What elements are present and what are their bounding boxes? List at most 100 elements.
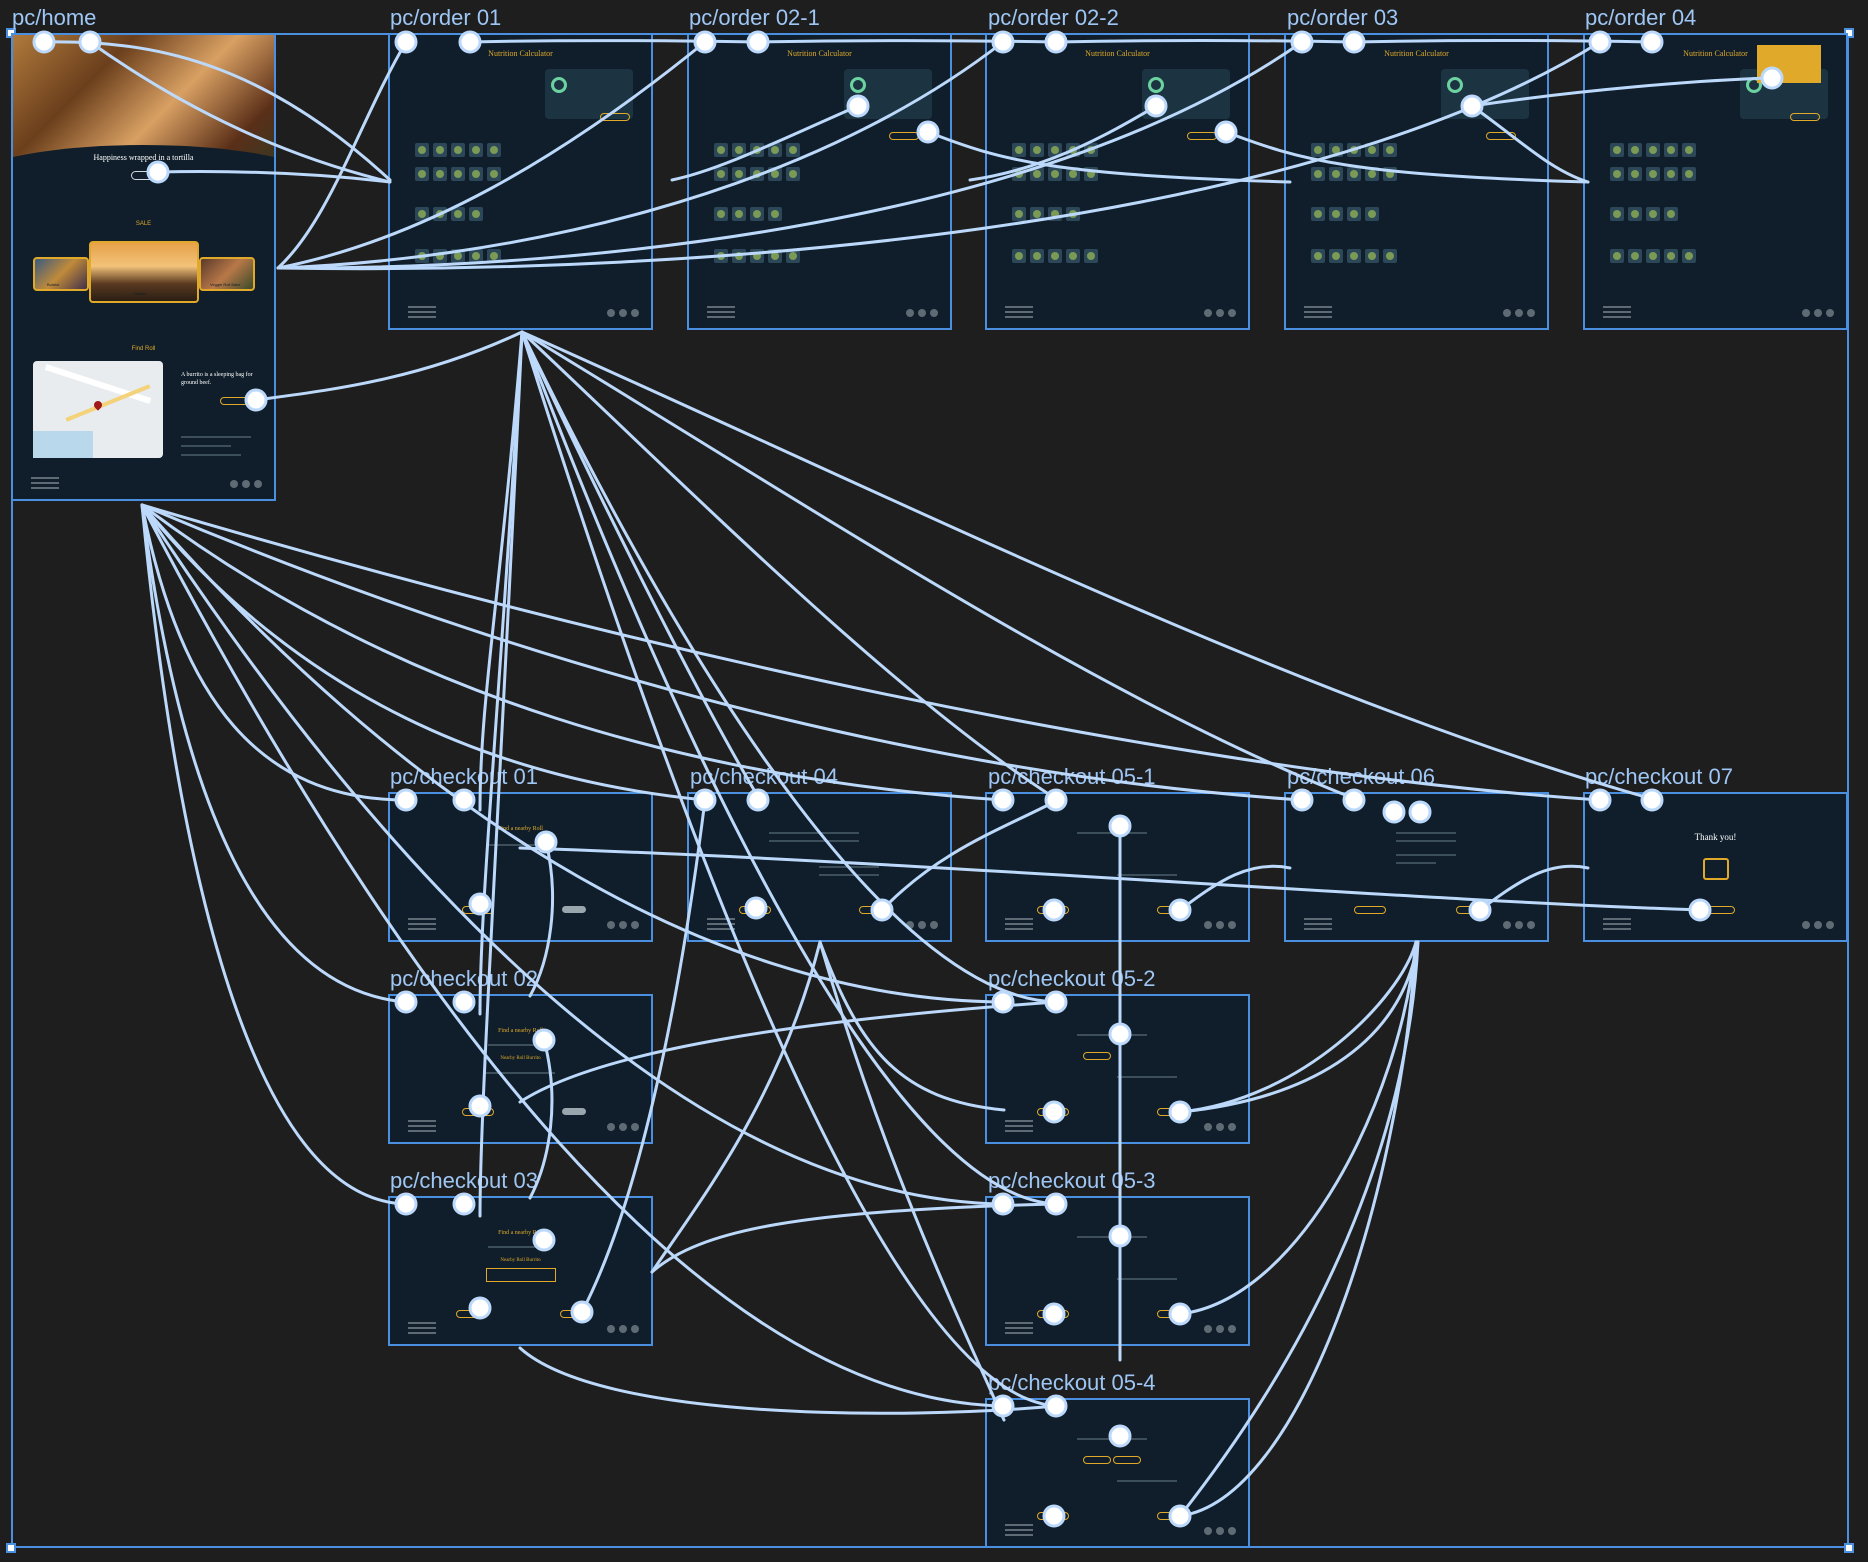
cart-dropdown[interactable]	[1757, 45, 1821, 83]
frame-checkout-02[interactable]: Find a nearby Roll Nearby Roll Burrito	[388, 994, 653, 1144]
social-icons[interactable]	[603, 304, 639, 322]
carousel-item-right[interactable]	[199, 257, 255, 291]
social-icons[interactable]	[1798, 916, 1834, 934]
social-icons[interactable]	[1798, 304, 1834, 322]
frame-checkout-05-2[interactable]	[985, 994, 1250, 1144]
order-button[interactable]	[131, 171, 155, 180]
frame-label-checkout-07[interactable]: pc/checkout 07	[1585, 764, 1733, 789]
frame-label-order-04[interactable]: pc/order 04	[1585, 5, 1697, 30]
carousel-item-left[interactable]	[33, 257, 89, 291]
back-button[interactable]	[1354, 906, 1386, 914]
social-icons[interactable]	[603, 1320, 639, 1338]
social-icons[interactable]	[226, 475, 262, 493]
map-image[interactable]	[33, 361, 163, 458]
next-button[interactable]	[560, 1310, 586, 1318]
search-field[interactable]	[488, 1044, 548, 1046]
frame-checkout-07[interactable]: Thank you!	[1583, 792, 1848, 942]
add-to-cart-button[interactable]	[600, 113, 630, 121]
option-chip[interactable]	[1083, 1456, 1111, 1464]
back-button[interactable]	[462, 906, 494, 914]
next-button[interactable]	[1157, 906, 1183, 914]
home-button[interactable]	[1703, 906, 1735, 914]
frame-order-02-1[interactable]: Nutrition Calculator	[687, 33, 952, 330]
back-button[interactable]	[456, 1310, 488, 1318]
next-button[interactable]	[1157, 1512, 1183, 1520]
social-icons[interactable]	[1200, 1522, 1236, 1540]
frame-checkout-05-3[interactable]	[985, 1196, 1250, 1346]
payment-option[interactable]	[1077, 1236, 1147, 1238]
selection-handle[interactable]	[1844, 1543, 1854, 1553]
social-icons[interactable]	[1499, 304, 1535, 322]
frame-order-04[interactable]: Nutrition Calculator	[1583, 33, 1848, 330]
frame-label-home[interactable]: pc/home	[12, 5, 97, 30]
frame-label-checkout-04[interactable]: pc/checkout 04	[690, 764, 838, 789]
card-holder-field[interactable]	[1396, 854, 1456, 856]
name-field[interactable]	[1396, 832, 1456, 834]
frame-checkout-05-4[interactable]	[985, 1398, 1250, 1548]
back-button[interactable]	[1037, 906, 1069, 914]
frame-checkout-05-1[interactable]	[985, 792, 1250, 942]
social-icons[interactable]	[902, 304, 938, 322]
frame-label-checkout-02[interactable]: pc/checkout 02	[390, 966, 538, 991]
back-button[interactable]	[1037, 1512, 1069, 1520]
next-button[interactable]	[1157, 1108, 1183, 1116]
social-icons[interactable]	[1200, 916, 1236, 934]
payment-option[interactable]	[1077, 1034, 1147, 1036]
frame-label-checkout-03[interactable]: pc/checkout 03	[390, 1168, 538, 1193]
back-button[interactable]	[1037, 1310, 1069, 1318]
frame-checkout-03[interactable]: Find a nearby Roll Nearby Roll Burrito	[388, 1196, 653, 1346]
social-icons[interactable]	[1200, 304, 1236, 322]
social-icons[interactable]	[1200, 1118, 1236, 1136]
back-button[interactable]	[739, 906, 771, 914]
frame-checkout-01[interactable]: Find a nearby Roll	[388, 792, 653, 942]
back-button[interactable]	[1037, 1108, 1069, 1116]
social-icons[interactable]	[603, 1118, 639, 1136]
payment-option[interactable]	[1077, 832, 1147, 834]
add-to-cart-button[interactable]	[889, 132, 919, 140]
social-icons[interactable]	[1200, 1320, 1236, 1338]
frame-label-checkout-06[interactable]: pc/checkout 06	[1287, 764, 1435, 789]
search-field[interactable]	[488, 844, 548, 846]
frame-checkout-06[interactable]	[1284, 792, 1549, 942]
order-title: Nutrition Calculator	[787, 49, 852, 58]
option-chip[interactable]	[1113, 1456, 1141, 1464]
frame-label-order-02-2[interactable]: pc/order 02-2	[988, 5, 1119, 30]
payment-option[interactable]	[1077, 1438, 1147, 1440]
selection-handle[interactable]	[6, 1543, 16, 1553]
carousel-item-center[interactable]	[89, 241, 199, 303]
selected-store[interactable]	[486, 1268, 556, 1282]
social-icons[interactable]	[1499, 916, 1535, 934]
frame-label-checkout-05-1[interactable]: pc/checkout 05-1	[988, 764, 1156, 789]
frame-label-checkout-05-2[interactable]: pc/checkout 05-2	[988, 966, 1156, 991]
frame-order-02-2[interactable]: Nutrition Calculator	[985, 33, 1250, 330]
next-button[interactable]	[859, 906, 885, 914]
frame-label-checkout-05-4[interactable]: pc/checkout 05-4	[988, 1370, 1156, 1395]
next-button[interactable]	[562, 906, 586, 913]
next-button[interactable]	[1157, 1310, 1183, 1318]
add-to-cart-button[interactable]	[1486, 132, 1516, 140]
frame-label-order-03[interactable]: pc/order 03	[1287, 5, 1399, 30]
frame-home[interactable]: Happiness wrapped in a tortilla SALE Bul…	[11, 33, 276, 501]
frame-checkout-04[interactable]	[687, 792, 952, 942]
add-to-cart-button[interactable]	[1790, 113, 1820, 121]
order-now-button[interactable]	[220, 397, 254, 405]
next-button[interactable]	[562, 1108, 586, 1115]
search-field[interactable]	[488, 1246, 548, 1248]
frame-label-order-01[interactable]: pc/order 01	[390, 5, 502, 30]
frame-label-checkout-01[interactable]: pc/checkout 01	[390, 764, 538, 789]
social-icons[interactable]	[603, 916, 639, 934]
frame-order-03[interactable]: Nutrition Calculator	[1284, 33, 1549, 330]
card-number-field[interactable]	[1396, 840, 1456, 842]
store-option[interactable]	[485, 1072, 555, 1074]
frame-label-order-02-1[interactable]: pc/order 02-1	[689, 5, 820, 30]
back-button[interactable]	[462, 1108, 494, 1116]
add-to-cart-button[interactable]	[1187, 132, 1217, 140]
frame-label-checkout-05-3[interactable]: pc/checkout 05-3	[988, 1168, 1156, 1193]
social-icons[interactable]	[902, 916, 938, 934]
expiry-field[interactable]	[1396, 862, 1436, 864]
option-chip[interactable]	[1083, 1052, 1111, 1060]
total-row	[1117, 874, 1177, 876]
frame-order-01[interactable]: Nutrition Calculator	[388, 33, 653, 330]
pay-button[interactable]	[1456, 906, 1482, 914]
